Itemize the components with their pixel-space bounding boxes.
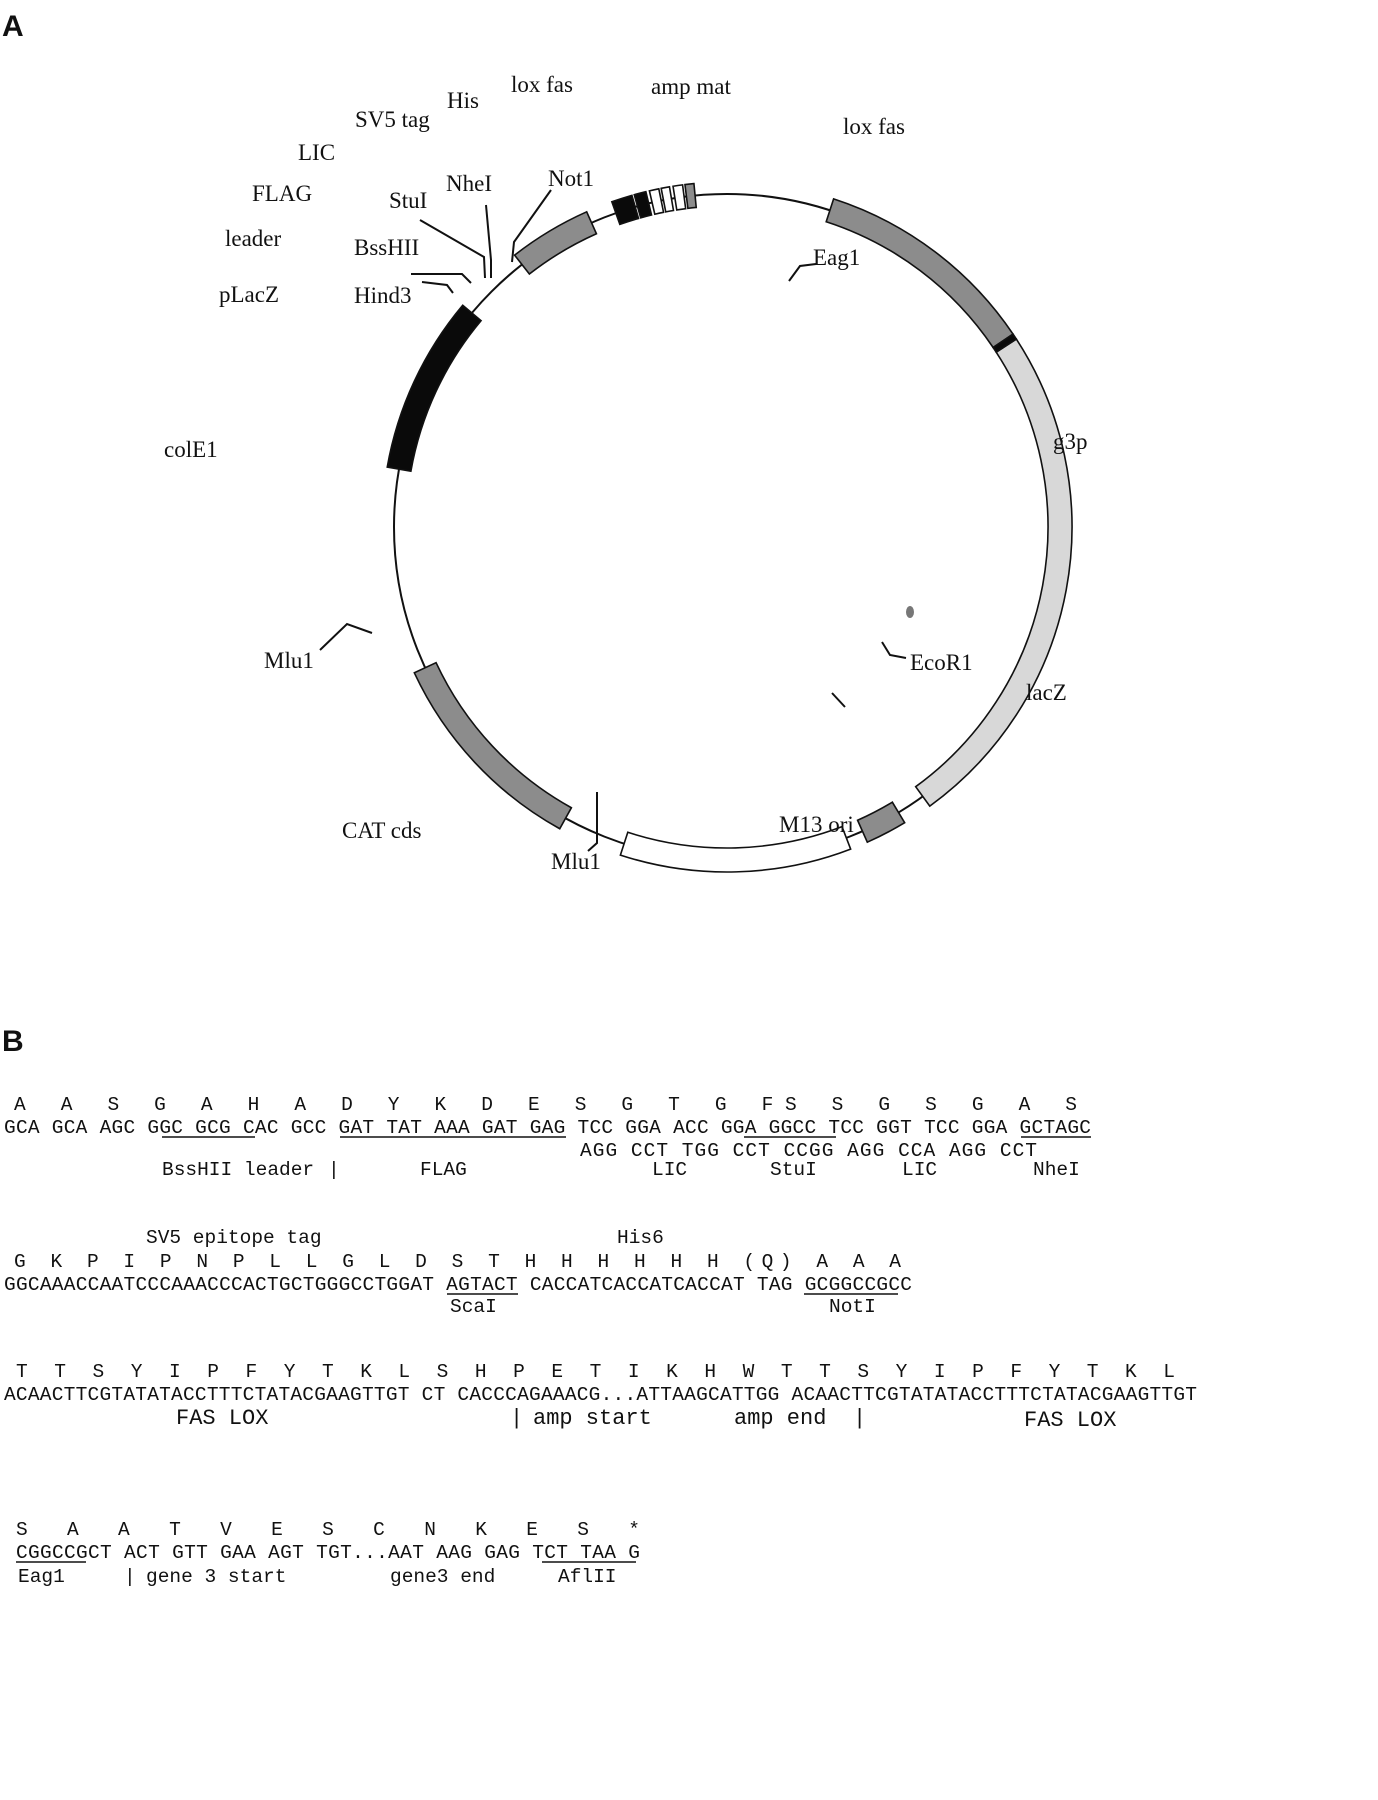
lacz-label: lacZ xyxy=(1026,680,1067,705)
nhei-leader-line xyxy=(485,204,492,278)
bsshii-leader-line xyxy=(411,273,472,284)
his-label: His xyxy=(447,88,479,113)
block4-sequence: CGGCCGCT ACT GTT GAA AGT TGT...AAT AAG G… xyxy=(16,1542,640,1564)
flag-arc xyxy=(633,190,653,219)
amp-mat-arc xyxy=(825,197,1015,349)
sv5-tag-label: SV5 tag xyxy=(355,107,430,132)
cat-cds-arc xyxy=(413,661,573,830)
cat-cds-label: CAT cds xyxy=(342,818,421,843)
lic-seq-label-1: LIC xyxy=(652,1159,687,1181)
not1-leader-line xyxy=(511,189,552,263)
block1-amino-acids: A A S G A H A D Y K D E S G T G FS S G S… xyxy=(14,1094,1077,1116)
bsshii-leader-label: BssHII leader xyxy=(162,1159,314,1181)
mlu1-bottom-leader-line xyxy=(587,792,598,852)
panel-a-letter: A xyxy=(2,10,24,43)
g3p-label: g3p xyxy=(1053,429,1088,454)
sequence-block-3: T T S Y I P F Y T K L S H P E T I K H W … xyxy=(4,1361,1197,1433)
site-leader-lines xyxy=(319,189,907,852)
stui-leader-line xyxy=(419,219,486,279)
eag1-leader-line xyxy=(788,263,817,282)
gene3-start-label: gene 3 start xyxy=(146,1566,286,1588)
lox-fas-arc-2 xyxy=(992,332,1018,354)
placz-arc xyxy=(513,210,598,276)
flag-seq-label: FLAG xyxy=(420,1159,467,1181)
sv5-tag-arc xyxy=(660,185,675,213)
lic-label: LIC xyxy=(298,140,335,165)
hind3-leader-line xyxy=(421,281,454,294)
his-arc xyxy=(672,183,687,211)
fas-lox-label-2: FAS LOX xyxy=(1024,1408,1116,1433)
hind3-label: Hind3 xyxy=(354,283,412,308)
block4-amino-acids: S A A T V E S C N K E S * xyxy=(16,1519,640,1541)
amp-start-label: amp start xyxy=(533,1406,652,1431)
ecor1-leader-line xyxy=(881,641,907,659)
stui-label: StuI xyxy=(389,188,427,213)
block3-sequence: ACAACTTCGTATATACCTTTCTATACGAAGTTGT CT CA… xyxy=(4,1384,1197,1406)
sequence-block-4: S A A T V E S C N K E S * CGGCCGCT ACT G… xyxy=(16,1519,640,1588)
block2-sequence: GGCAAACCAATCCCAAACCCACTGCTGGGCCTGGAT AGT… xyxy=(4,1274,912,1296)
mlu1-left-leader-line xyxy=(319,622,373,651)
not1-label: Not1 xyxy=(548,166,594,191)
mlu1-bottom-label: Mlu1 xyxy=(551,849,601,874)
g3p-arc xyxy=(914,337,1073,808)
divider-mark-3: | xyxy=(853,1406,866,1431)
noti-seq-label: NotI xyxy=(829,1296,876,1318)
plasmid-map: His lox fas amp mat lox fas SV5 tag LIC … xyxy=(164,72,1088,874)
divider-mark-4: | xyxy=(124,1566,136,1588)
lacz-arc xyxy=(856,801,906,844)
flag-label: FLAG xyxy=(252,181,312,206)
block1-sequence: GCA GCA AGC GGC GCG CAC GCC GAT TAT AAA … xyxy=(4,1117,1091,1139)
lox-fas-label-1: lox fas xyxy=(511,72,573,97)
lox-fas-label-2: lox fas xyxy=(843,114,905,139)
block2-amino-acids: G K P I P N P L L G L D S T H H H H H H … xyxy=(14,1251,901,1273)
amp-end-label: amp end xyxy=(734,1406,826,1431)
lic-arc xyxy=(648,187,665,216)
sequence-block-2: SV5 epitope tag His6 G K P I P N P L L G… xyxy=(4,1227,912,1318)
leader-arc xyxy=(610,194,640,226)
divider-mark: | xyxy=(328,1159,340,1181)
block3-amino-acids: T T S Y I P F Y T K L S H P E T I K H W … xyxy=(16,1361,1175,1383)
gene3-end-label: gene3 end xyxy=(390,1566,495,1588)
block1-complement: AGG CCT TGG CCT CCGG AGG CCA AGG CCT xyxy=(580,1140,1037,1162)
nhei-seq-label: NheI xyxy=(1033,1159,1080,1181)
ecor1-label: EcoR1 xyxy=(910,650,973,675)
m13-ori-label: M13 ori xyxy=(779,812,854,837)
amp-mat-label: amp mat xyxy=(651,74,731,99)
mlu1-left-label: Mlu1 xyxy=(264,648,314,673)
divider-mark-2: | xyxy=(510,1406,523,1431)
blot-mark xyxy=(906,606,914,618)
his6-label: His6 xyxy=(617,1227,664,1249)
aflii-seq-label: AflII xyxy=(558,1566,617,1588)
eag1-label: Eag1 xyxy=(813,245,860,270)
bsshii-label: BssHII xyxy=(354,235,419,260)
eag1-seq-label: Eag1 xyxy=(18,1566,65,1588)
leader-label: leader xyxy=(225,226,282,251)
m13-ori-arc xyxy=(619,825,852,873)
scai-seq-label: ScaI xyxy=(450,1296,497,1318)
feature-arcs xyxy=(386,182,1073,873)
lox-fas-arc xyxy=(684,182,698,210)
cole1-arc xyxy=(386,304,483,473)
stui-seq-label: StuI xyxy=(770,1159,817,1181)
mlu1-left-leader-placeholder xyxy=(449,223,511,225)
placz-label: pLacZ xyxy=(219,282,279,307)
lacz-m13-tick xyxy=(831,692,846,708)
panel-b-letter: B xyxy=(2,1025,24,1058)
fas-lox-label-1: FAS LOX xyxy=(176,1406,268,1431)
lic-seq-label-2: LIC xyxy=(902,1159,937,1181)
nhei-label: NheI xyxy=(446,171,492,196)
cole1-label: colE1 xyxy=(164,437,218,462)
sequence-block-1: A A S G A H A D Y K D E S G T G FS S G S… xyxy=(4,1094,1091,1181)
sv5-epitope-label: SV5 epitope tag xyxy=(146,1227,322,1249)
